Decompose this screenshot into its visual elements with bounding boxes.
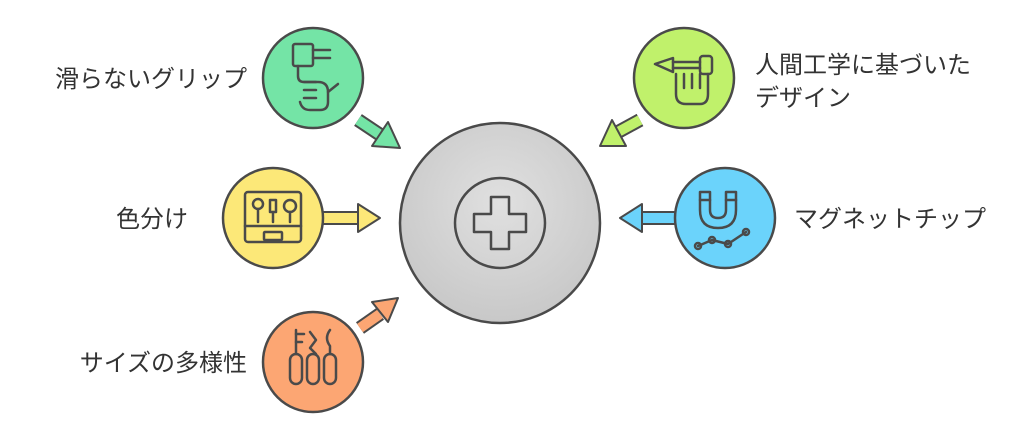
label-ergo-line1: 人間工学に基づいた [755,51,971,79]
label-grip: 滑らないグリップ [55,65,247,93]
magnet-icon [693,190,751,251]
plus-icon [453,176,547,270]
hand-grip-icon [291,42,340,112]
toolbox-icon [243,190,303,244]
arrow-ergo [599,113,644,147]
label-size: サイズの多様性 [80,349,247,377]
feature-magnet: マグネットチップ [619,166,986,270]
label-magnet: マグネットチップ [794,205,986,233]
arrow-grip [354,114,401,149]
arrow-color [322,203,381,233]
node-size [261,310,365,414]
arrow-size [355,297,399,334]
feature-color: 色分け [116,166,381,270]
label-color: 色分け [116,205,188,233]
center-hub [398,121,602,325]
node-grip [261,26,365,130]
feature-grip: 滑らないグリップ [55,26,401,149]
hand-tool-icon [653,54,714,106]
feature-size: サイズの多様性 [80,297,399,414]
arrow-magnet [619,203,676,233]
label-ergo-line2: デザイン [755,84,851,112]
feature-ergo: 人間工学に基づいた デザイン [599,26,971,147]
node-magnet [673,166,777,270]
screwdriver-set-icon [288,328,338,386]
